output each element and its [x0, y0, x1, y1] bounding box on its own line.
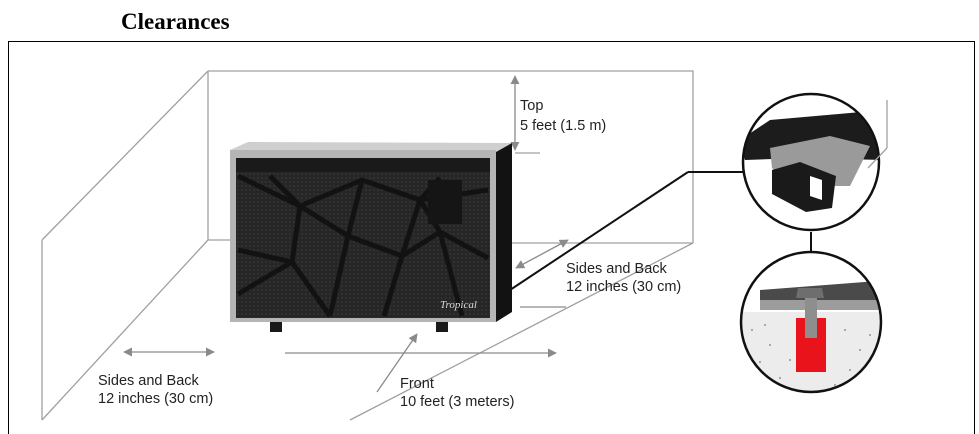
brand-logo: Tropical	[440, 299, 477, 311]
dimension-arrows	[123, 75, 569, 393]
sides-left-title: Sides and Back	[98, 373, 199, 389]
front-arrow-diag	[376, 333, 418, 393]
front-clearance-title: Front	[400, 376, 434, 392]
foot-detail-circle	[741, 92, 888, 232]
sides-right-title: Sides and Back	[566, 261, 667, 277]
top-clearance-value: 5 feet (1.5 m)	[520, 118, 607, 134]
section-heading: Clearances	[121, 9, 230, 34]
top-clearance-title: Top	[520, 98, 544, 114]
heat-pump-unit: Tropical	[230, 142, 512, 332]
front-clearance-value: 10 feet (3 meters)	[400, 394, 515, 410]
sides-right-arrow	[515, 239, 569, 269]
detail-leader-line	[509, 171, 689, 291]
figure-frame	[8, 41, 975, 434]
sides-right-value: 12 inches (30 cm)	[566, 279, 682, 295]
sides-left-value: 12 inches (30 cm)	[98, 391, 214, 407]
anchor-detail-circle	[739, 250, 883, 394]
